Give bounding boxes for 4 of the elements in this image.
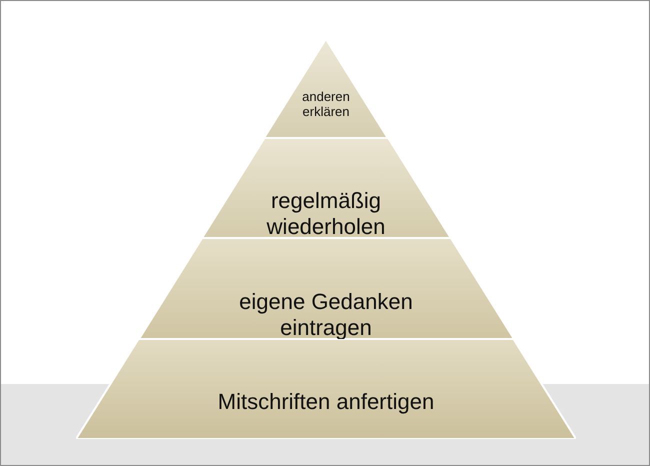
- level-label: regelmäßig wiederholen: [266, 188, 386, 241]
- level-label: anderen erklären: [301, 88, 351, 120]
- level-label: Mitschriften anfertigen: [216, 389, 436, 416]
- level-label: eigene Gedanken eintragen: [238, 288, 414, 342]
